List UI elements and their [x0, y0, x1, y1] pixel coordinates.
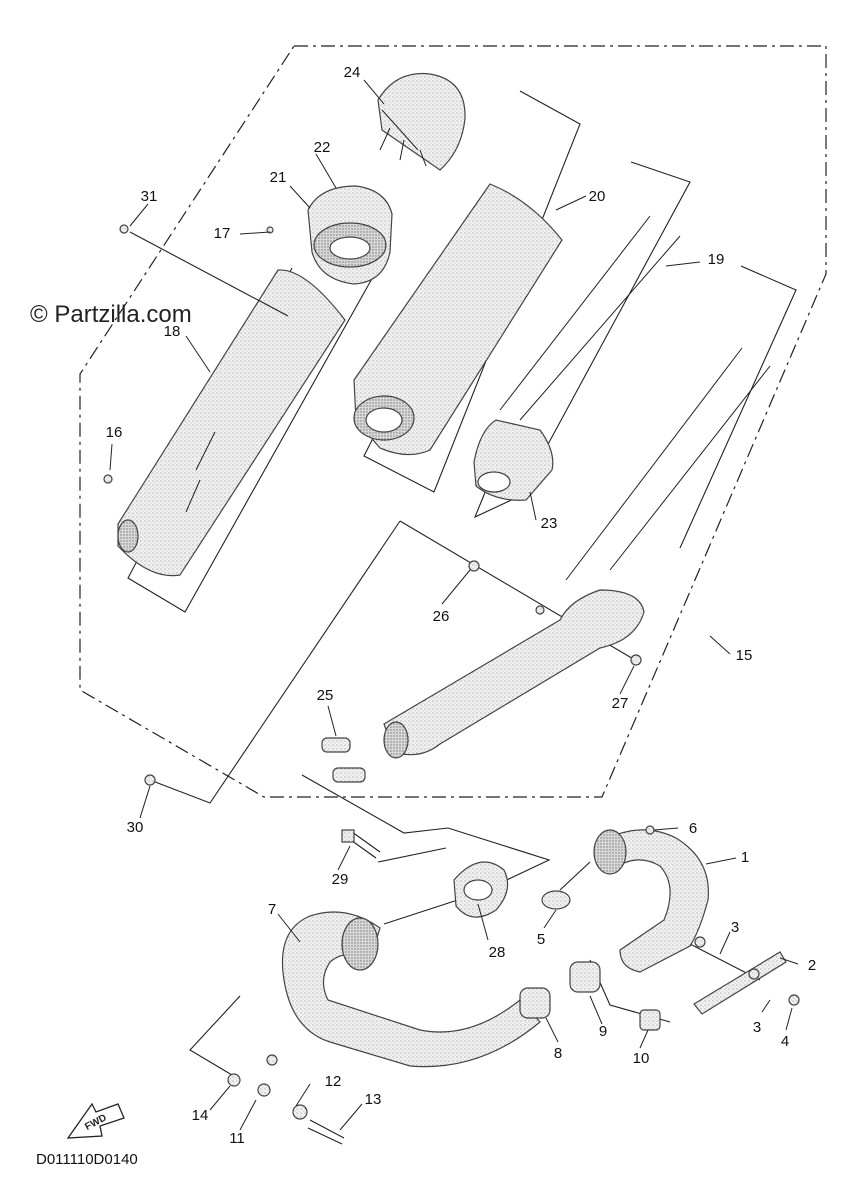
- muffler-body-18: [117, 269, 346, 577]
- callout-part-2[interactable]: 2: [808, 957, 816, 974]
- callout-gasket-5[interactable]: 5: [537, 931, 545, 948]
- callout-muffler-inner-20[interactable]: 20: [589, 188, 606, 205]
- tail-cap-24: [377, 72, 466, 171]
- group-bracket-15: [679, 265, 797, 549]
- callout-part-3-upper[interactable]: 3: [731, 919, 739, 936]
- diagram-code: D011110D0140: [36, 1151, 138, 1168]
- callout-bolt-13[interactable]: 13: [365, 1091, 382, 1108]
- small-hardware-marks: [103, 224, 655, 835]
- callout-muffler-body-18[interactable]: 18: [164, 323, 181, 340]
- callout-part-16[interactable]: 16: [106, 424, 123, 441]
- callout-tail-cap-24[interactable]: 24: [344, 64, 361, 81]
- callout-part-25[interactable]: 25: [317, 687, 334, 704]
- bent-pipe-15: [383, 347, 771, 759]
- callout-part-12[interactable]: 12: [325, 1073, 342, 1090]
- callout-part-10[interactable]: 10: [633, 1050, 650, 1067]
- callout-head-pipe-1[interactable]: 1: [741, 849, 749, 866]
- callout-muffler-assembly-15[interactable]: 15: [736, 647, 753, 664]
- group-bracket-29: [377, 847, 447, 863]
- collar-8: [519, 987, 551, 1019]
- callout-part-9[interactable]: 9: [599, 1023, 607, 1040]
- callout-part-6[interactable]: 6: [689, 820, 697, 837]
- pipe-19: [473, 215, 681, 501]
- leader-lines: [109, 79, 799, 1131]
- callout-part-4[interactable]: 4: [781, 1033, 789, 1050]
- group-bracket-30: [149, 520, 401, 804]
- bolt-29: [341, 829, 381, 859]
- callout-part-14[interactable]: 14: [192, 1107, 209, 1124]
- callout-part-23[interactable]: 23: [541, 515, 558, 532]
- group-bracket-14: [189, 995, 241, 1076]
- clamp-28: [453, 861, 509, 918]
- end-cap-21: [307, 185, 393, 285]
- callout-pipe-19[interactable]: 19: [708, 251, 725, 268]
- callout-clamp-28[interactable]: 28: [489, 944, 506, 961]
- callout-bolt-29[interactable]: 29: [332, 871, 349, 888]
- hardware-2-3-4: [693, 936, 800, 1015]
- callout-part-26[interactable]: 26: [433, 608, 450, 625]
- callout-part-22[interactable]: 22: [314, 139, 331, 156]
- assembly-15-boundary: [79, 45, 827, 798]
- bracket-9: [569, 961, 601, 993]
- stay-10: [639, 1009, 661, 1031]
- muffler-inner-20: [353, 183, 563, 456]
- fwd-arrow-icon: FWD: [66, 1102, 125, 1139]
- callout-end-cap-21[interactable]: 21: [270, 169, 287, 186]
- callout-part-17[interactable]: 17: [214, 225, 231, 242]
- callout-part-27[interactable]: 27: [612, 695, 629, 712]
- head-pipe-7: [281, 911, 541, 1068]
- hardware-11-14: [227, 1054, 345, 1145]
- watermark: © Partzilla.com: [30, 301, 192, 328]
- head-pipe-1: [593, 829, 709, 973]
- callout-part-8[interactable]: 8: [554, 1045, 562, 1062]
- group-bracket-28: [301, 774, 551, 886]
- group-bracket-5: [559, 861, 591, 891]
- callout-head-pipe-7[interactable]: 7: [268, 901, 276, 918]
- callout-part-11[interactable]: 11: [229, 1130, 245, 1147]
- callout-bolt-31[interactable]: 31: [141, 188, 158, 205]
- callout-part-3-lower[interactable]: 3: [753, 1019, 761, 1036]
- sleeve-25: [321, 737, 366, 783]
- callout-labels: 1233456789101112131415161718192021222324…: [106, 64, 817, 1147]
- gasket-5: [541, 890, 571, 910]
- callout-part-30[interactable]: 30: [127, 819, 144, 836]
